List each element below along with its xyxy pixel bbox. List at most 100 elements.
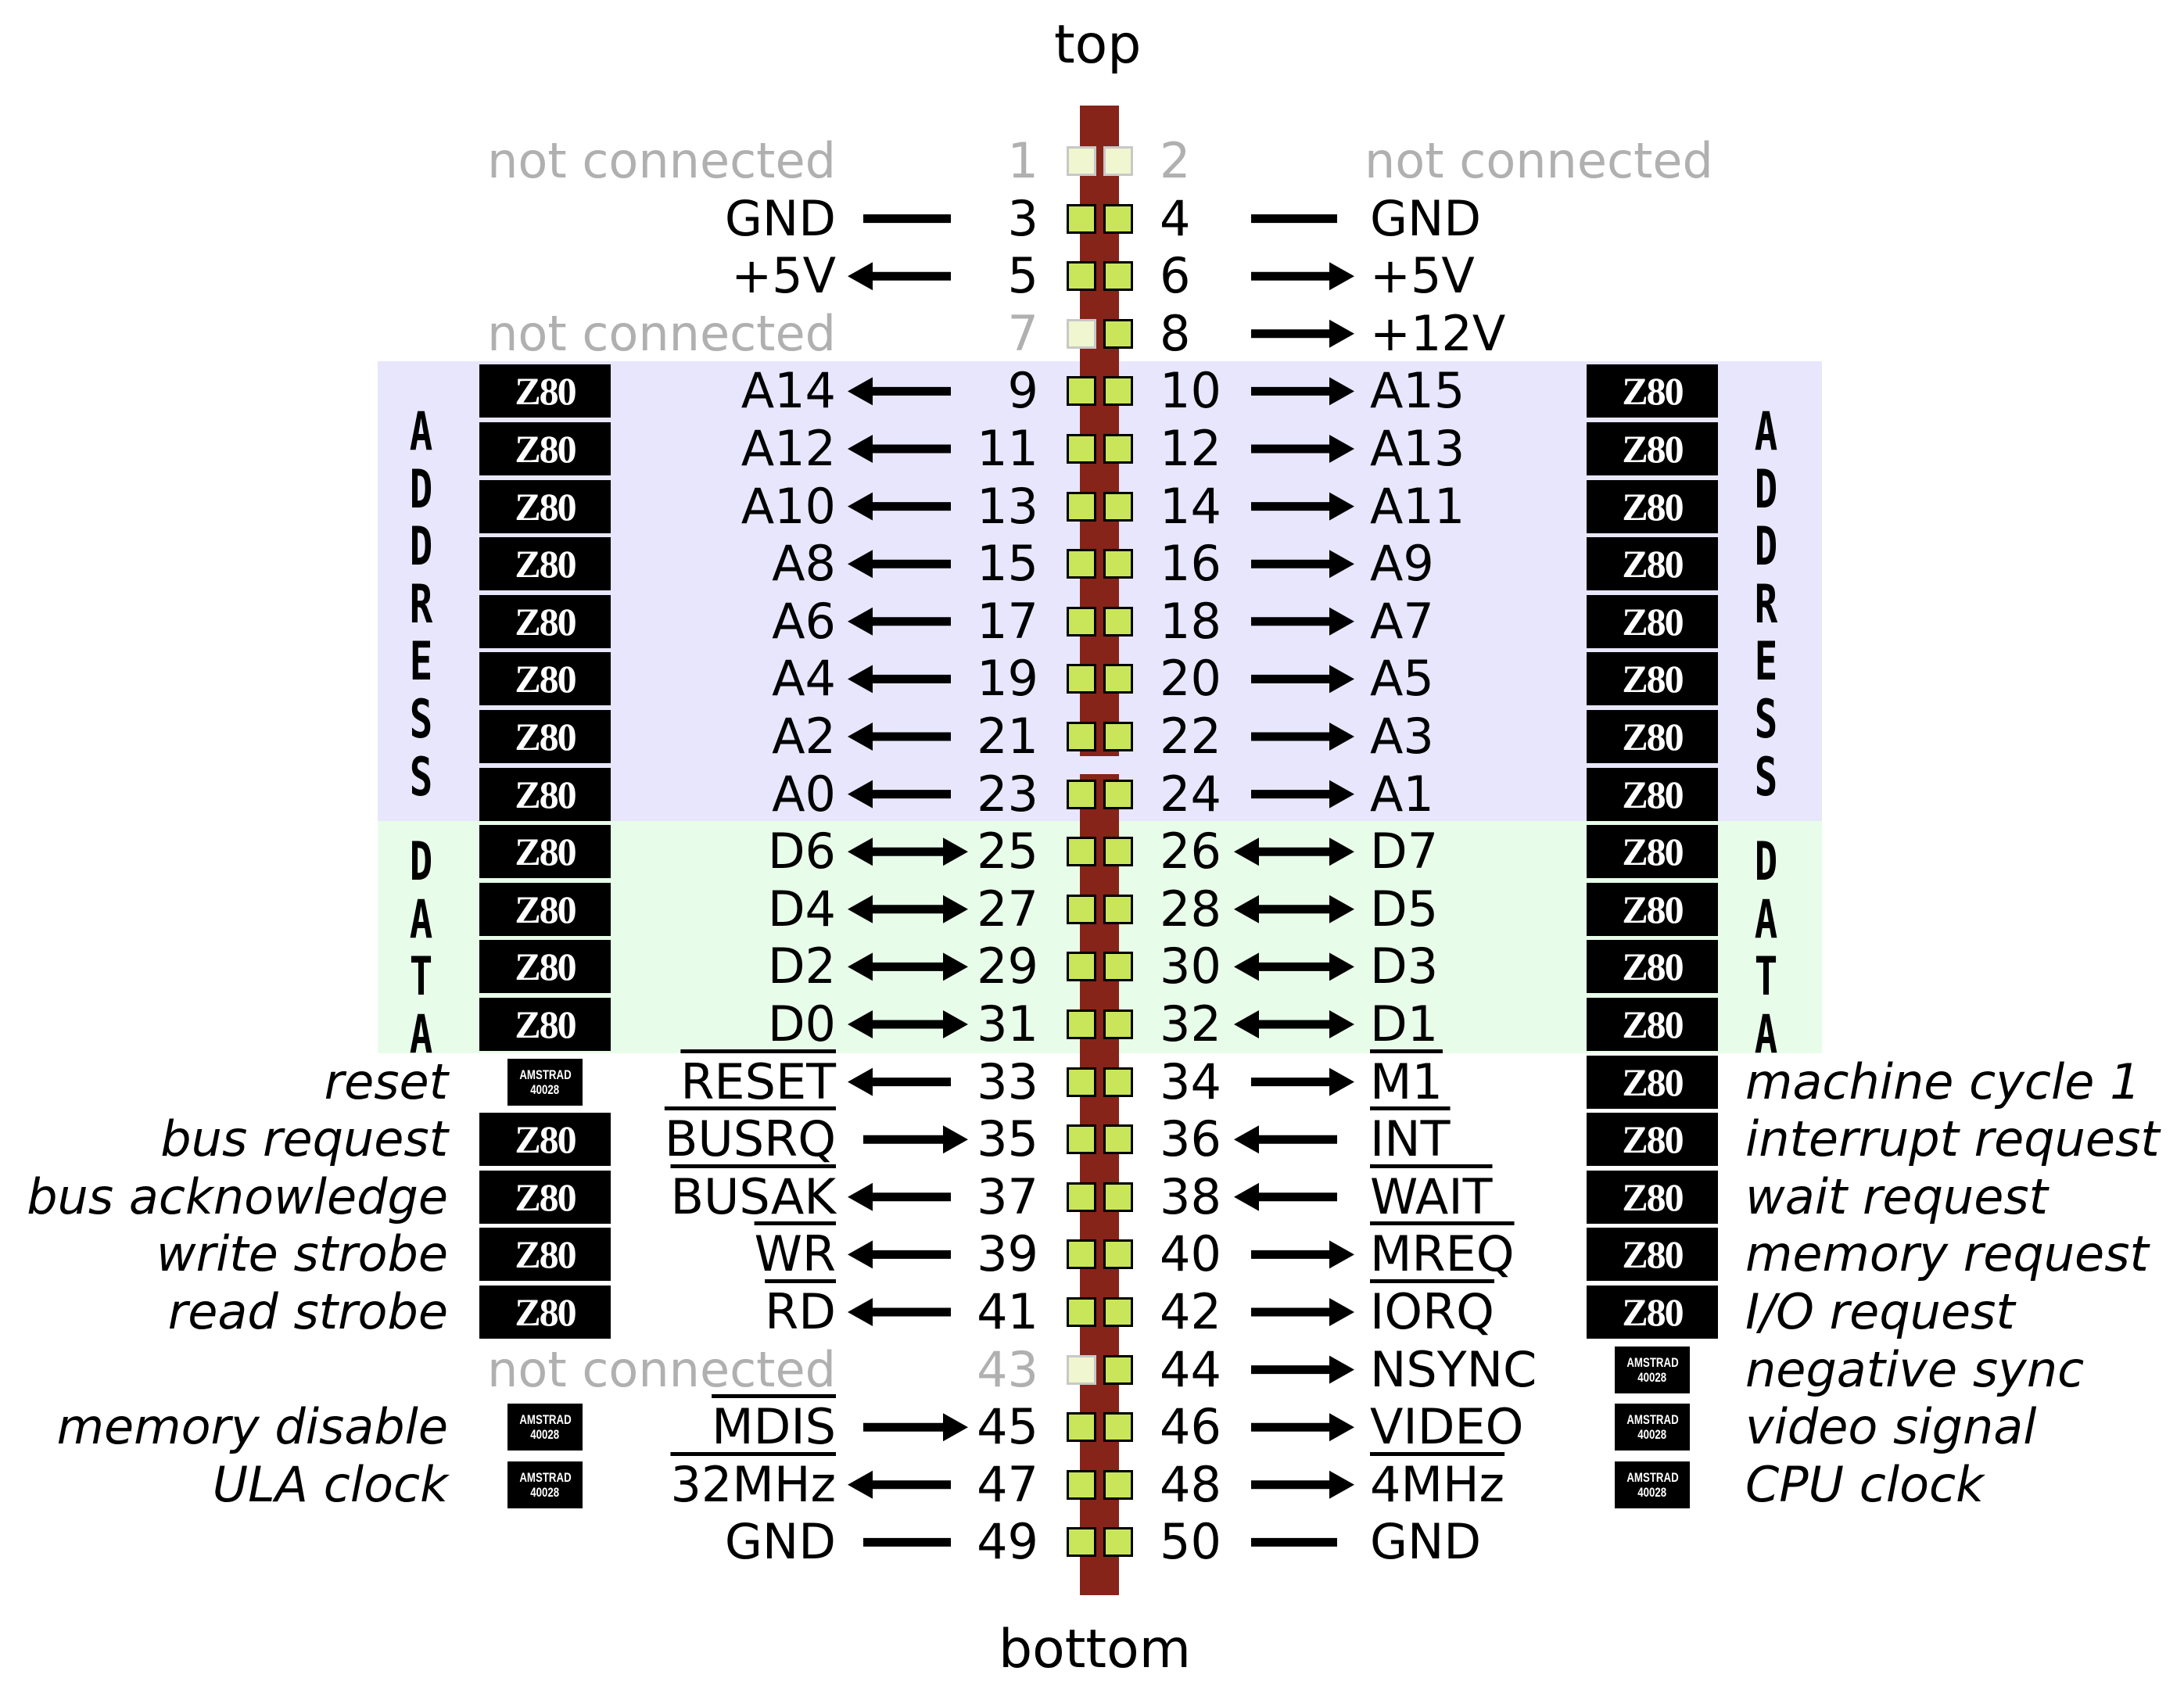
pin-number-left: 27 xyxy=(977,880,1038,938)
pad-left xyxy=(1067,837,1096,867)
z80-chip-label: Z80 xyxy=(515,427,576,471)
z80-chip-icon: Z80 xyxy=(479,1286,611,1339)
signal-name-right: MREQ xyxy=(1370,1225,1515,1283)
pad-left xyxy=(1067,1239,1096,1270)
signal-name-right: GND xyxy=(1370,1513,1482,1571)
pin-number-right: 12 xyxy=(1160,420,1221,477)
arrowhead xyxy=(848,1298,873,1326)
bottom-label: bottom xyxy=(999,1619,1191,1680)
arrowhead xyxy=(1329,435,1354,463)
z80-chip-label: Z80 xyxy=(515,1002,576,1046)
amstrad-chip-label: 40028 xyxy=(1637,1369,1667,1385)
z80-chip-label: Z80 xyxy=(515,887,576,931)
z80-chip-icon: Z80 xyxy=(1587,1286,1718,1339)
signal-name-right: A1 xyxy=(1370,765,1434,823)
arrowhead xyxy=(848,377,873,406)
pin-number-right: 18 xyxy=(1160,592,1221,650)
z80-chip-icon: Z80 xyxy=(479,940,611,994)
group-label-letter: D xyxy=(1754,458,1778,521)
group-label-letter: S xyxy=(409,746,433,809)
signal-name-right: NSYNC xyxy=(1370,1340,1537,1398)
signal-name-right: IORQ xyxy=(1370,1283,1494,1340)
pin-number-right: 44 xyxy=(1160,1340,1221,1398)
arrowhead xyxy=(848,665,873,694)
pin-number-left: 7 xyxy=(1007,304,1038,362)
signal-description-left: bus acknowledge xyxy=(27,1167,448,1225)
signal-name-right: A15 xyxy=(1370,362,1465,420)
arrowhead xyxy=(1234,895,1259,923)
pin-number-right: 24 xyxy=(1160,765,1221,823)
group-label-letter: E xyxy=(1754,631,1778,694)
top-label: top xyxy=(1054,14,1142,76)
pad-left xyxy=(1067,952,1096,982)
arrowhead xyxy=(848,435,873,463)
arrowhead xyxy=(1329,1067,1354,1096)
pad-left xyxy=(1067,1009,1096,1039)
group-label-letter: E xyxy=(409,631,433,694)
z80-chip-icon: Z80 xyxy=(1587,1170,1718,1224)
z80-chip-label: Z80 xyxy=(1622,1232,1684,1277)
pad-left xyxy=(1067,722,1096,751)
arrowhead xyxy=(1329,1413,1354,1442)
z80-chip-icon: Z80 xyxy=(479,1113,611,1167)
arrowhead xyxy=(1329,665,1354,694)
arrowhead xyxy=(848,1240,873,1269)
pin-number-right: 38 xyxy=(1160,1167,1221,1225)
pad-left xyxy=(1067,491,1096,522)
pad-right xyxy=(1103,146,1133,176)
pad-left xyxy=(1067,1527,1096,1558)
pin-number-right: 4 xyxy=(1160,189,1191,247)
group-label-letter: A xyxy=(409,1003,433,1066)
pin-number-right: 32 xyxy=(1160,995,1221,1052)
z80-chip-icon: Z80 xyxy=(479,364,611,418)
signal-name-right: +5V xyxy=(1370,247,1475,305)
amstrad-chip-label: AMSTRAD xyxy=(518,1067,572,1082)
z80-chip-label: Z80 xyxy=(1622,715,1684,758)
arrowhead xyxy=(848,895,873,923)
pad-left xyxy=(1067,1469,1096,1500)
z80-chip-icon: Z80 xyxy=(479,825,611,879)
z80-chip-icon: Z80 xyxy=(1587,479,1718,533)
z80-chip-label: Z80 xyxy=(1622,1174,1684,1219)
z80-chip-label: Z80 xyxy=(515,945,576,989)
signal-description-left: write strobe xyxy=(156,1225,448,1283)
pad-right xyxy=(1103,664,1133,694)
z80-chip-label: Z80 xyxy=(1622,830,1684,874)
arrowhead xyxy=(1234,837,1259,866)
pin-number-left: 49 xyxy=(977,1513,1038,1571)
signal-name-left: A6 xyxy=(772,592,836,650)
pin-number-right: 20 xyxy=(1160,650,1221,708)
pad-left xyxy=(1067,146,1096,176)
z80-chip-icon: Z80 xyxy=(479,1228,611,1282)
signal-description-left: memory disable xyxy=(56,1398,448,1456)
z80-chip-label: Z80 xyxy=(515,772,576,816)
pin-number-right: 2 xyxy=(1160,132,1191,189)
pad-right xyxy=(1103,606,1133,637)
amstrad-chip-label: 40028 xyxy=(530,1081,560,1097)
z80-chip-label: Z80 xyxy=(515,830,576,874)
arrowhead xyxy=(1329,607,1354,636)
z80-chip-icon: Z80 xyxy=(1587,1055,1718,1109)
pad-left xyxy=(1067,549,1096,579)
pad-left xyxy=(1067,1354,1096,1385)
z80-chip-icon: Z80 xyxy=(479,479,611,533)
signal-name-right: A11 xyxy=(1370,477,1465,535)
signal-description-left: bus request xyxy=(160,1110,448,1168)
signal-name-left: A0 xyxy=(772,765,836,823)
z80-chip-label: Z80 xyxy=(1622,427,1684,471)
group-label-letter: T xyxy=(409,946,433,1009)
signal-name-left: D2 xyxy=(767,938,836,995)
pin-number-left: 25 xyxy=(977,823,1038,880)
group-label-letter: R xyxy=(409,573,433,636)
pin-number-left: 13 xyxy=(977,477,1038,535)
signal-description-right: interrupt request xyxy=(1745,1110,2160,1168)
pin-number-right: 14 xyxy=(1160,477,1221,535)
amstrad-chip-label: AMSTRAD xyxy=(518,1412,572,1428)
pin-number-left: 31 xyxy=(977,995,1038,1052)
